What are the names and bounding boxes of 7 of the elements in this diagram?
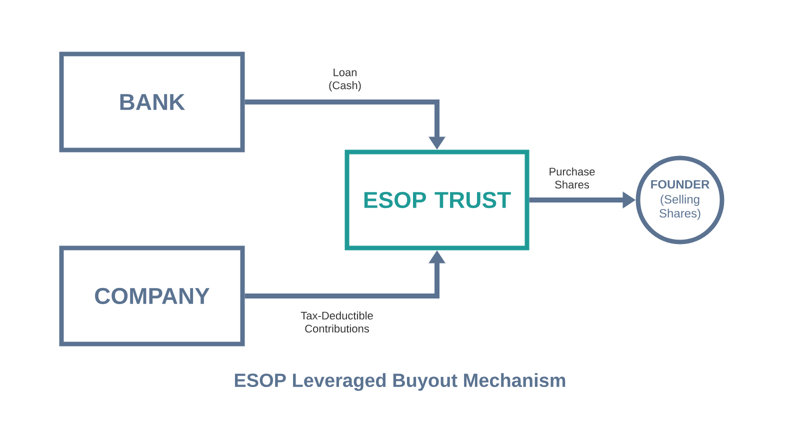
edge-label: Loan (Cash) — [329, 68, 361, 92]
entity-box: COMPANY — [59, 246, 245, 346]
entity-box: ESOP TRUST — [344, 150, 530, 250]
edge-label: Purchase Shares — [550, 167, 595, 189]
edge-label: Tax-Deductible Contributions — [300, 311, 373, 333]
entity-box: BANK — [59, 52, 245, 152]
title: ESOP Leveraged Buyout Mechanism — [234, 373, 566, 391]
